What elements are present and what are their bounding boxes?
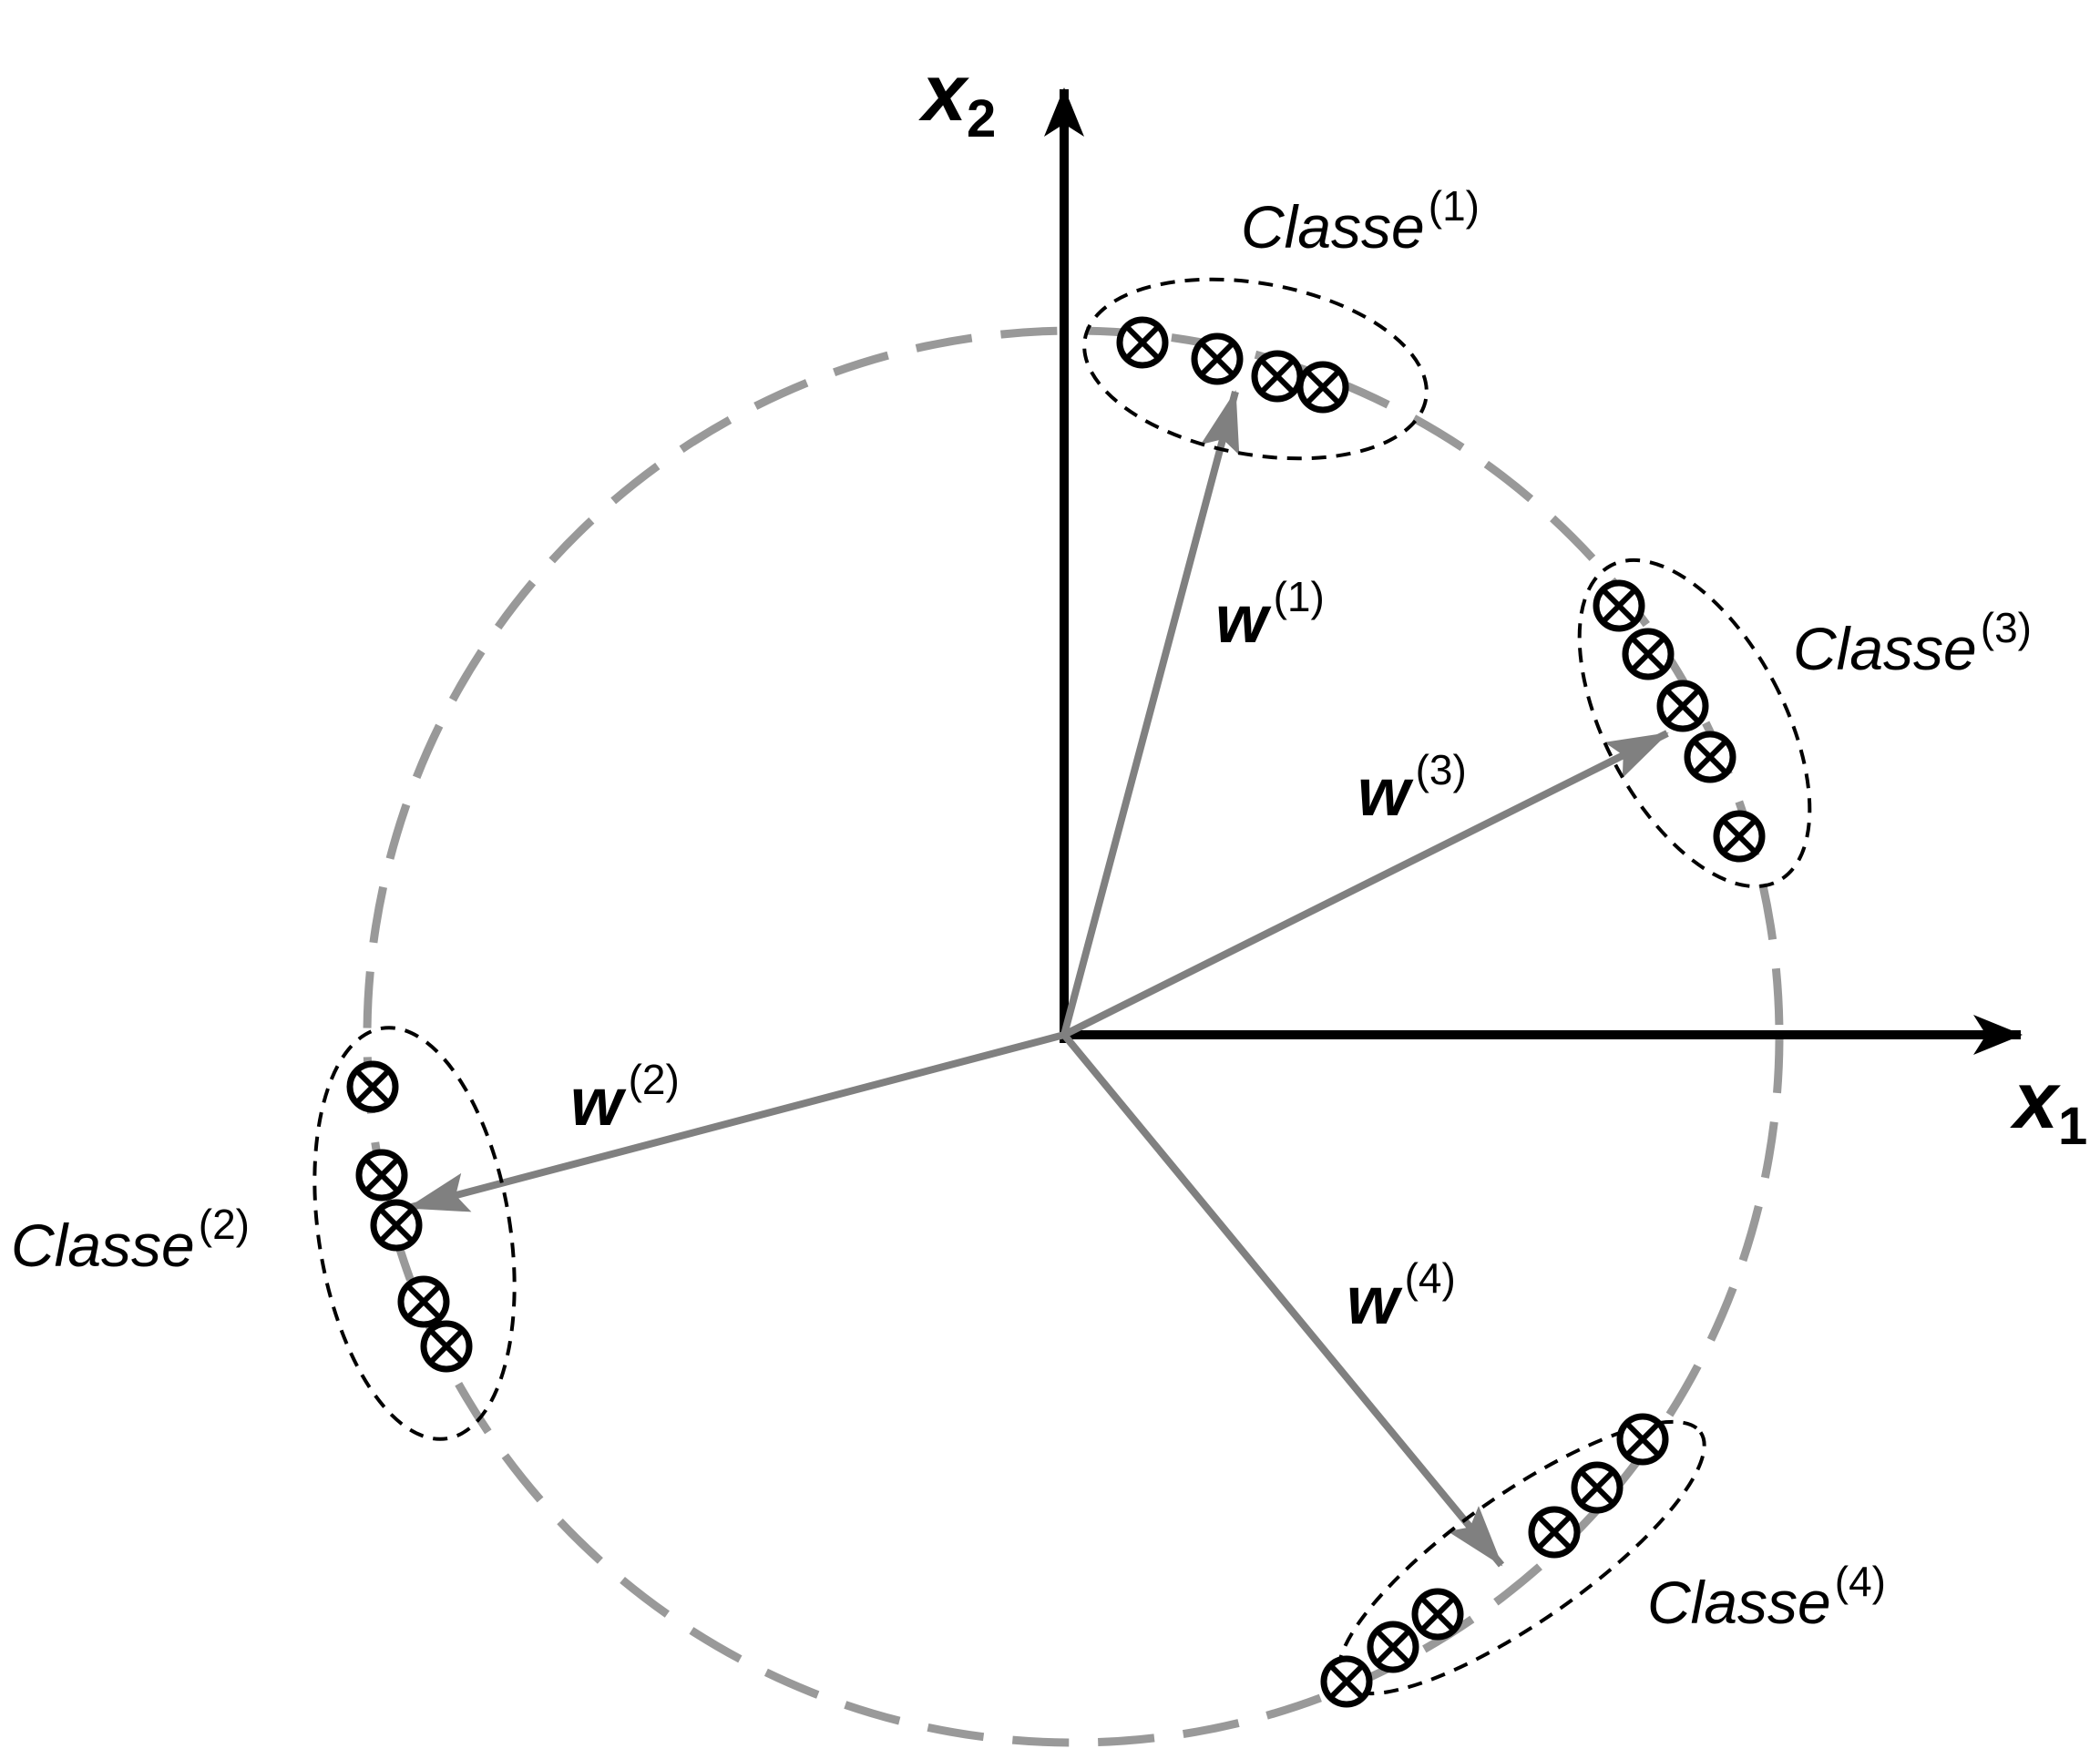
w2-vector	[406, 1031, 1066, 1212]
sample-marker	[1324, 1659, 1369, 1704]
x2-axis-label: x2	[918, 47, 996, 148]
sample-marker	[1194, 336, 1240, 382]
sample-marker	[1531, 1509, 1577, 1555]
class-1-cluster	[1082, 277, 1429, 461]
w3-label: w(3)	[1357, 746, 1467, 830]
sample-marker	[1255, 353, 1300, 399]
sample-marker	[401, 1279, 446, 1324]
w4-label: w(4)	[1347, 1254, 1456, 1338]
sample-marker	[1596, 583, 1642, 629]
sample-marker	[1120, 320, 1165, 365]
sample-marker	[359, 1152, 405, 1198]
class-4-label: Classe(4)	[1647, 1558, 1886, 1636]
class-3-cluster	[1577, 557, 1812, 889]
sample-marker	[350, 1064, 395, 1110]
w3-vector	[1062, 730, 1669, 1038]
class-2-cluster	[312, 1026, 517, 1441]
w4-vector	[1060, 1032, 1505, 1568]
sample-marker	[1660, 683, 1706, 729]
sample-marker	[1620, 1416, 1665, 1462]
class-3-label: Classe(3)	[1793, 604, 2032, 682]
sample-marker	[424, 1324, 469, 1369]
sample-marker	[1716, 813, 1762, 859]
sample-marker	[1574, 1465, 1620, 1510]
w1-vector	[1060, 390, 1240, 1037]
sample-marker	[1370, 1624, 1416, 1670]
sample-marker	[1687, 734, 1733, 780]
sample-marker	[374, 1202, 419, 1248]
x1-axis-label: x1	[2010, 1055, 2087, 1156]
class-2-samples	[350, 1064, 469, 1369]
sample-marker	[1415, 1591, 1460, 1637]
sample-marker	[1300, 364, 1346, 410]
sample-marker	[1625, 631, 1671, 677]
w1-label: w(1)	[1215, 573, 1325, 657]
class-2-label: Classe(2)	[11, 1201, 250, 1279]
w2-label: w(2)	[570, 1056, 680, 1140]
class-1-label: Classe(1)	[1241, 182, 1480, 261]
